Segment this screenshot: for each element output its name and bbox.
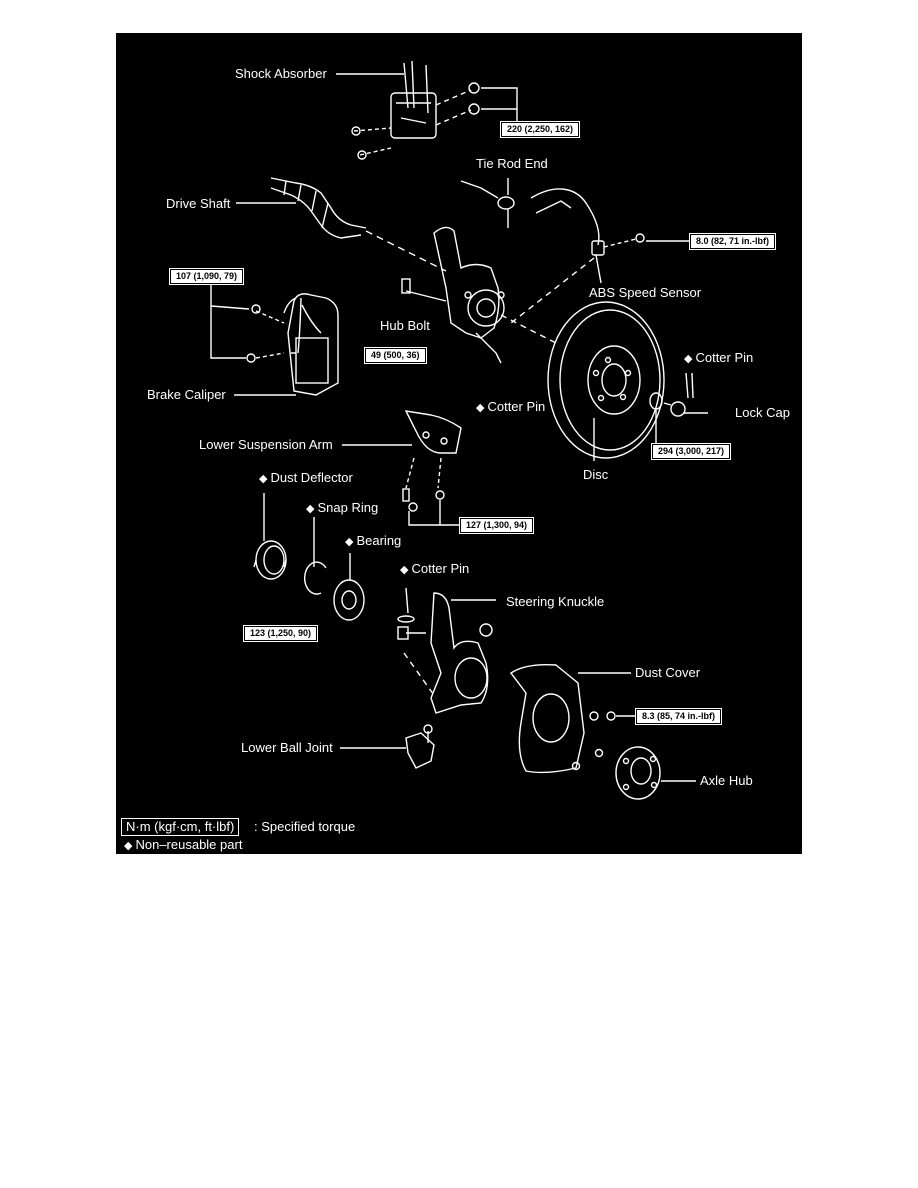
- cotter-pin-right-text: Cotter Pin: [695, 350, 754, 365]
- label-lower-suspension-arm: Lower Suspension Arm: [199, 437, 333, 452]
- diamond-icon: ◆: [476, 402, 485, 414]
- label-cotter-pin-lower: ◆Cotter Pin: [400, 561, 469, 578]
- label-axle-hub: Axle Hub: [700, 773, 753, 788]
- snap-ring-text: Snap Ring: [317, 500, 379, 515]
- torque-dust-cover: 8.3 (85, 74 in.-lbf): [634, 708, 723, 725]
- cotter-pin-upper-text: Cotter Pin: [487, 399, 546, 414]
- bearing-parts-drawing: [253, 493, 415, 623]
- abs-sensor-drawing: [510, 188, 691, 324]
- torque-lower-arm: 127 (1,300, 94): [458, 517, 535, 534]
- diagram-artwork: [210, 60, 708, 800]
- diamond-icon: ◆: [684, 353, 693, 365]
- label-tie-rod-end: Tie Rod End: [476, 156, 548, 171]
- disc-drawing: [500, 301, 708, 461]
- torque-ball-joint: 123 (1,250, 90): [242, 625, 319, 642]
- legend-torque-box: N·m (kgf·cm, ft·lbf): [121, 818, 240, 836]
- label-abs-speed-sensor: ABS Speed Sensor: [589, 285, 702, 300]
- legend-non-reusable: ◆Non–reusable part: [124, 837, 242, 854]
- non-reusable-text: Non–reusable part: [135, 837, 243, 852]
- label-drive-shaft: Drive Shaft: [166, 196, 231, 211]
- tie-rod-end-drawing: [460, 178, 515, 228]
- exploded-diagram: Shock Absorber Tie Rod End Drive Shaft A…: [116, 33, 802, 854]
- torque-shock-absorber: 220 (2,250, 162): [499, 121, 581, 138]
- axle-hub-drawing: [615, 746, 696, 800]
- torque-hub-nut: 49 (500, 36): [364, 347, 427, 364]
- diamond-icon: ◆: [259, 473, 268, 485]
- torque-lock-nut: 294 (3,000, 217): [650, 443, 732, 460]
- label-disc: Disc: [583, 467, 609, 482]
- dust-deflector-text: Dust Deflector: [270, 470, 353, 485]
- diamond-icon: ◆: [124, 840, 133, 852]
- label-brake-caliper: Brake Caliper: [147, 387, 226, 402]
- steering-knuckle-drawing: [397, 592, 496, 714]
- drive-shaft-drawing: [236, 177, 447, 272]
- bearing-text: Bearing: [356, 533, 402, 548]
- brake-caliper-drawing: [210, 283, 339, 396]
- label-dust-cover: Dust Cover: [635, 665, 701, 680]
- knuckle-hub-upper-drawing: [401, 226, 505, 364]
- dust-cover-drawing: [509, 663, 636, 774]
- diamond-icon: ◆: [345, 536, 354, 548]
- cotter-pin-lower-text: Cotter Pin: [411, 561, 470, 576]
- label-cotter-pin-right: ◆Cotter Pin: [684, 350, 753, 367]
- label-steering-knuckle: Steering Knuckle: [506, 594, 605, 609]
- label-snap-ring: ◆Snap Ring: [306, 500, 378, 517]
- torque-abs-sensor: 8.0 (82, 71 in.-lbf): [688, 233, 777, 250]
- lower-ball-joint-drawing: [340, 724, 435, 769]
- label-shock-absorber: Shock Absorber: [235, 66, 327, 81]
- label-cotter-pin-upper: ◆Cotter Pin: [476, 399, 545, 416]
- label-bearing: ◆Bearing: [345, 533, 401, 550]
- legend-torque-text: : Specified torque: [254, 819, 356, 834]
- diamond-icon: ◆: [306, 503, 315, 515]
- torque-brake-caliper: 107 (1,090, 79): [168, 268, 245, 285]
- diamond-icon: ◆: [400, 564, 409, 576]
- label-hub-bolt: Hub Bolt: [380, 318, 430, 333]
- shock-absorber-drawing: [351, 60, 480, 160]
- lower-suspension-arm-drawing: [342, 410, 462, 526]
- label-lock-cap: Lock Cap: [735, 405, 790, 420]
- label-dust-deflector: ◆Dust Deflector: [259, 470, 353, 487]
- label-lower-ball-joint: Lower Ball Joint: [241, 740, 333, 755]
